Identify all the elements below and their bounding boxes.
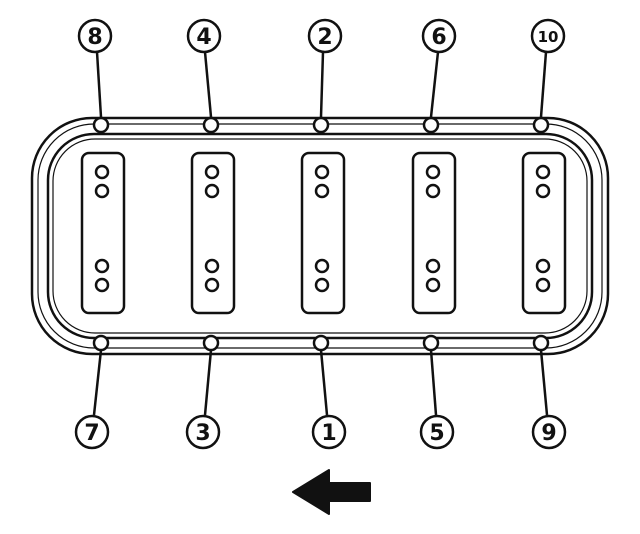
marker-top-4: 6	[421, 18, 457, 54]
cover-inner-edge	[46, 132, 594, 340]
bolt-10	[532, 116, 550, 134]
marker-top-2: 4	[186, 18, 222, 54]
bolt-2	[312, 116, 330, 134]
slot-5	[521, 151, 567, 315]
bottom-number-markers: 7 3 1 5 9	[74, 414, 567, 450]
slot-4	[411, 151, 457, 315]
marker-top-5: 10	[530, 18, 566, 54]
marker-label: 2	[317, 25, 332, 50]
bolt-3	[202, 334, 220, 352]
marker-label: 10	[538, 28, 559, 46]
arrow-left-icon	[292, 469, 371, 515]
marker-label: 6	[431, 25, 446, 50]
marker-bottom-5: 9	[531, 414, 567, 450]
bolt-8	[92, 116, 110, 134]
slot-1	[80, 151, 126, 315]
marker-label: 8	[87, 25, 102, 50]
top-number-markers: 8 4 2 6 10	[77, 18, 566, 54]
marker-bottom-4: 5	[419, 414, 455, 450]
bolt-1	[312, 334, 330, 352]
slot-group	[80, 151, 567, 315]
marker-label: 1	[321, 421, 336, 446]
marker-bottom-3: 1	[311, 414, 347, 450]
marker-bottom-1: 7	[74, 414, 110, 450]
marker-label: 3	[195, 421, 210, 446]
bolt-4	[202, 116, 220, 134]
marker-top-1: 8	[77, 18, 113, 54]
marker-bottom-2: 3	[185, 414, 221, 450]
bolt-9	[532, 334, 550, 352]
marker-label: 7	[84, 421, 99, 446]
marker-label: 5	[429, 421, 444, 446]
slot-3	[300, 151, 346, 315]
marker-label: 9	[541, 421, 556, 446]
slot-2	[190, 151, 236, 315]
bolt-7	[92, 334, 110, 352]
bolt-5	[422, 334, 440, 352]
marker-top-3: 2	[307, 18, 343, 54]
cover-inner-edge-inner-line	[52, 138, 588, 334]
bolt-6	[422, 116, 440, 134]
marker-label: 4	[196, 25, 211, 50]
top-bolts	[92, 51, 550, 134]
bottom-bolts	[92, 334, 550, 416]
